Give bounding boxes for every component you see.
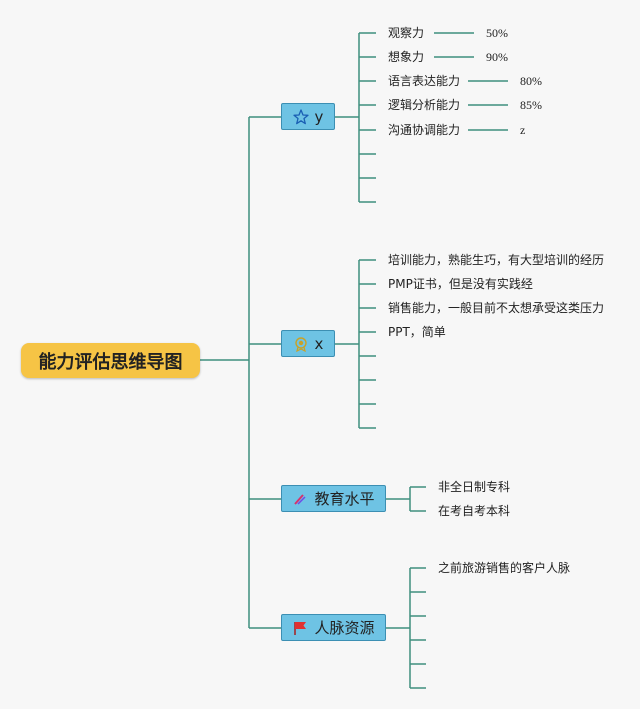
star-icon bbox=[292, 108, 309, 125]
leaf-value: 90% bbox=[486, 50, 508, 64]
root-label: 能力评估思维导图 bbox=[38, 351, 183, 373]
leaf-item: 销售能力，一般目前不太想承受这类压力 bbox=[388, 301, 605, 315]
leaf-value: 50% bbox=[486, 26, 508, 40]
root-node[interactable]: 能力评估思维导图 bbox=[21, 343, 200, 378]
leaf-value: 85% bbox=[520, 98, 542, 112]
leaf-item: 语言表达能力 bbox=[388, 74, 461, 88]
leaf-item: 培训能力，熟能生巧，有大型培训的经历 bbox=[388, 253, 605, 267]
leaf-item: 非全日制专科 bbox=[438, 480, 511, 494]
branch-label: 人脉资源 bbox=[314, 619, 375, 637]
leaf-item: PMP证书，但是没有实践经 bbox=[388, 277, 533, 291]
leaf-item: PPT，简单 bbox=[388, 325, 446, 339]
leaf-value: z bbox=[520, 123, 526, 137]
leaf-value: 80% bbox=[520, 74, 542, 88]
pencil-icon bbox=[292, 491, 308, 507]
branch-node-x[interactable]: x bbox=[281, 330, 335, 357]
leaf-item: 逻辑分析能力 bbox=[388, 98, 461, 112]
branch-node-network[interactable]: 人脉资源 bbox=[281, 614, 386, 641]
leaf-item: 沟通协调能力 bbox=[388, 123, 461, 137]
branch-label: y bbox=[314, 107, 324, 126]
leaf-item: 在考自考本科 bbox=[438, 504, 511, 518]
branch-label: 教育水平 bbox=[314, 490, 375, 508]
flag-icon bbox=[292, 620, 308, 636]
badge-icon bbox=[293, 336, 309, 352]
branch-node-y[interactable]: y bbox=[281, 103, 335, 130]
leaf-item: 观察力 bbox=[388, 26, 425, 40]
branch-node-education[interactable]: 教育水平 bbox=[281, 485, 386, 512]
branch-label: x bbox=[314, 334, 324, 353]
leaf-item: 想象力 bbox=[388, 50, 425, 64]
leaf-item: 之前旅游销售的客户人脉 bbox=[438, 561, 571, 575]
